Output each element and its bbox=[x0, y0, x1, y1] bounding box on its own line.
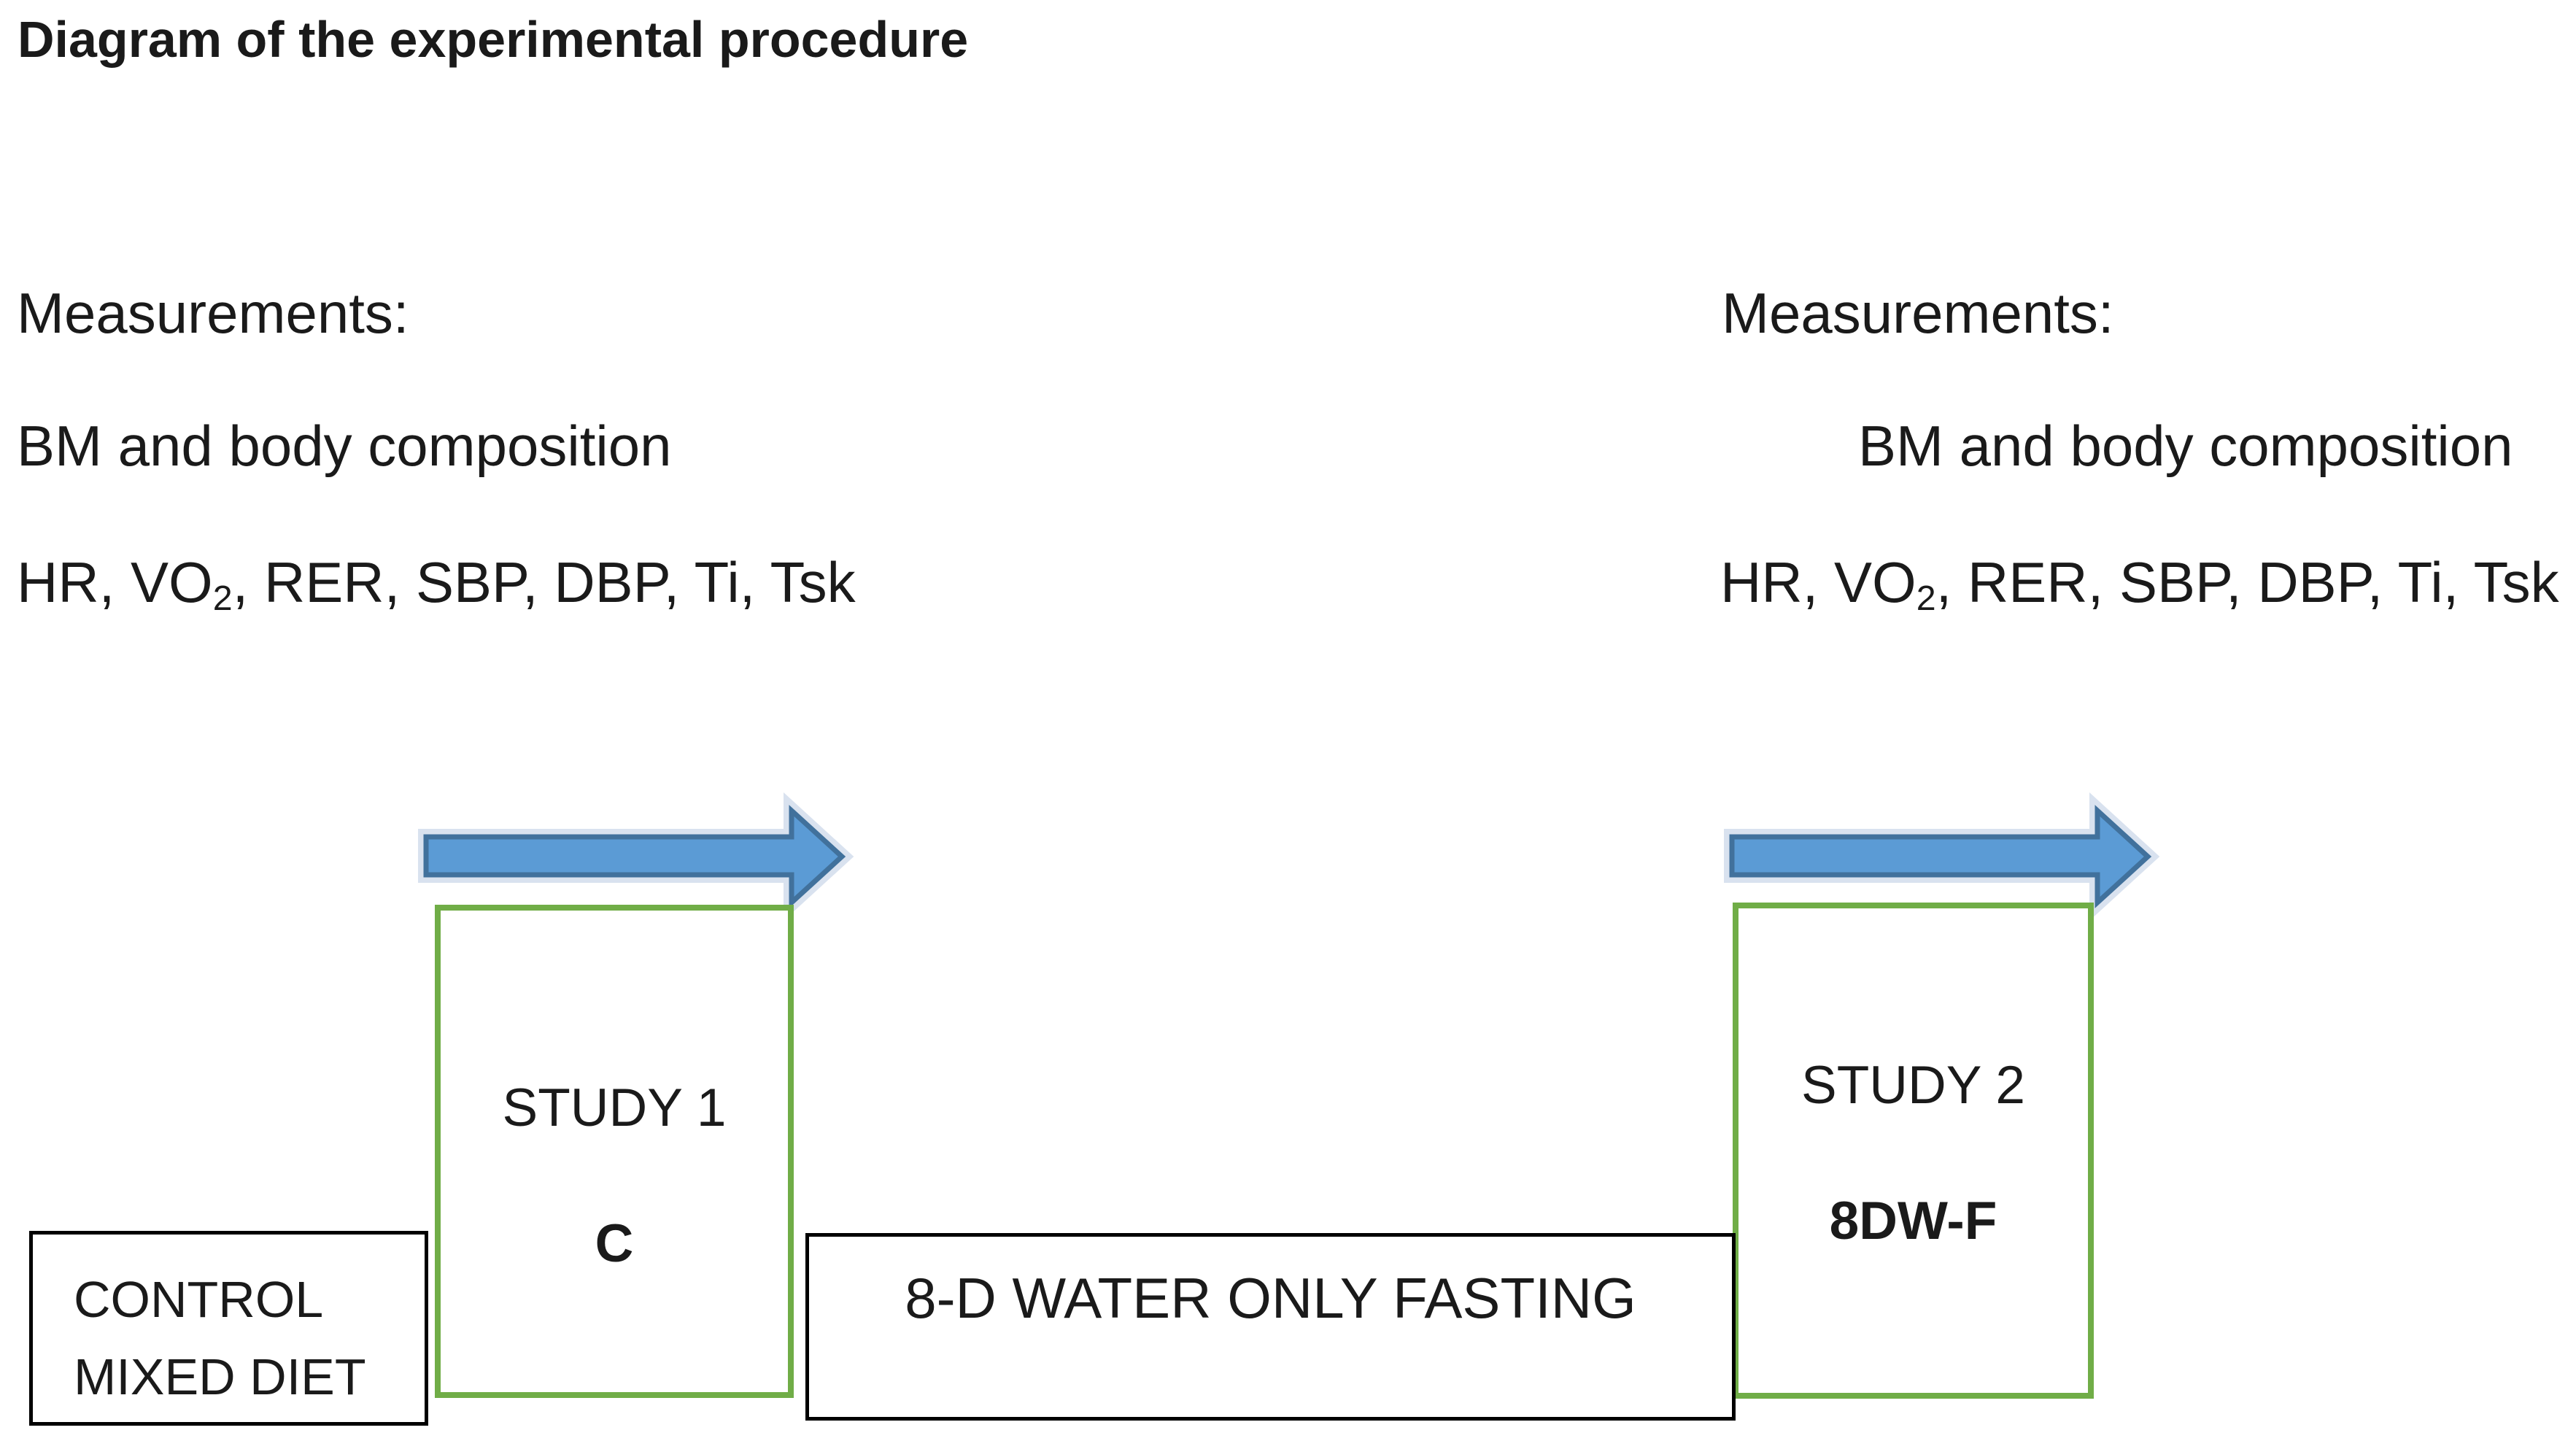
body-composition-line-right: BM and body composition bbox=[1858, 414, 2513, 478]
measurements-heading-left: Measurements: bbox=[17, 281, 409, 345]
arrow-right-icon-right bbox=[1724, 792, 2160, 921]
vitals-line-left: HR, VO2, RER, SBP, DBP, Ti, Tsk bbox=[17, 553, 856, 619]
control-diet-line1: CONTROL bbox=[74, 1271, 324, 1328]
vitals-subscript-right: 2 bbox=[1916, 578, 1936, 618]
study1-box: STUDY 1 C bbox=[435, 905, 794, 1398]
control-diet-line2: MIXED DIET bbox=[74, 1348, 366, 1405]
vitals-pre-right: HR, VO bbox=[1720, 550, 1916, 614]
study2-box: STUDY 2 8DW-F bbox=[1733, 903, 2094, 1399]
vitals-subscript-left: 2 bbox=[212, 578, 233, 618]
vitals-line-right: HR, VO2, RER, SBP, DBP, Ti, Tsk bbox=[1720, 553, 2559, 619]
body-composition-line-left: BM and body composition bbox=[17, 414, 672, 478]
arrow-right-icon-left bbox=[418, 792, 854, 921]
page-title: Diagram of the experimental procedure bbox=[18, 11, 969, 68]
fasting-box-label: 8-D WATER ONLY FASTING bbox=[905, 1266, 1636, 1330]
vitals-post-left: , RER, SBP, DBP, Ti, Tsk bbox=[232, 550, 856, 614]
vitals-post-right: , RER, SBP, DBP, Ti, Tsk bbox=[1935, 550, 2559, 614]
measurements-heading-right: Measurements: bbox=[1722, 281, 2114, 345]
study1-condition-code: C bbox=[595, 1214, 634, 1273]
study1-title: STUDY 1 bbox=[502, 1078, 727, 1137]
study2-title: STUDY 2 bbox=[1801, 1056, 2025, 1115]
study2-condition-code: 8DW-F bbox=[1829, 1191, 1997, 1251]
vitals-pre-left: HR, VO bbox=[17, 550, 213, 614]
control-diet-box: CONTROL MIXED DIET bbox=[29, 1231, 428, 1426]
fasting-box: 8-D WATER ONLY FASTING bbox=[805, 1233, 1736, 1421]
